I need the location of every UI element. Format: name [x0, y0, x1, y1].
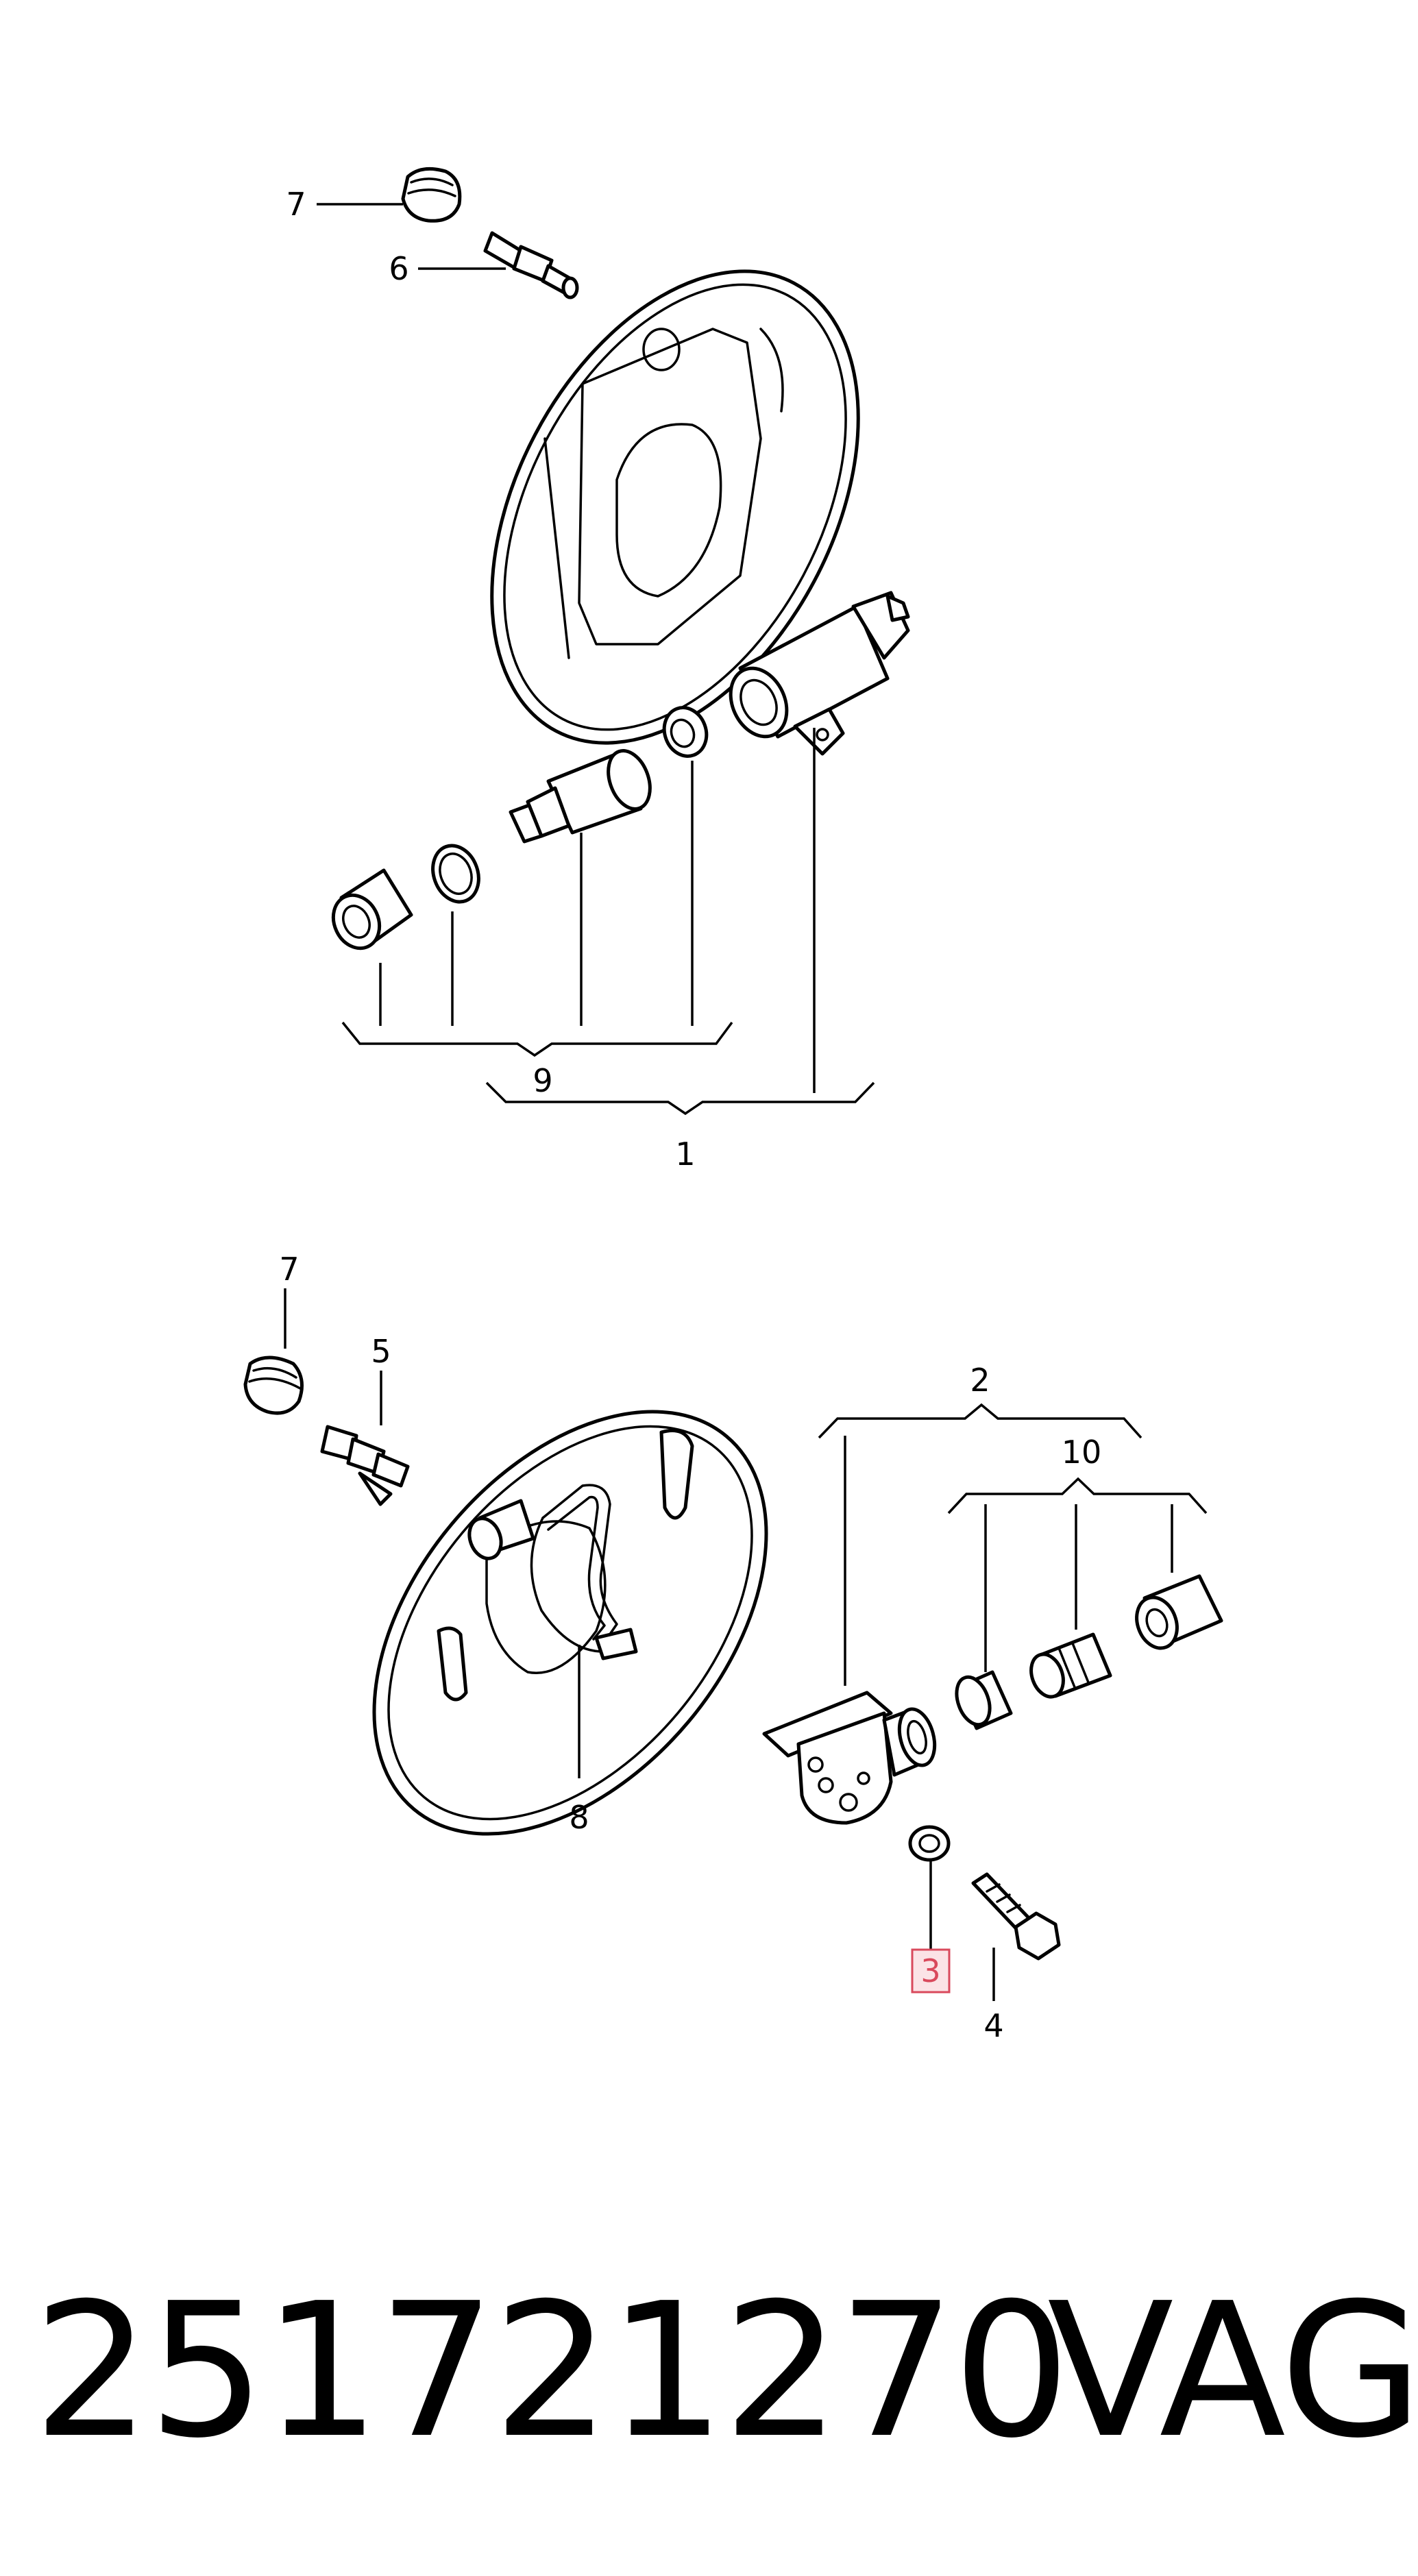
group-bracket-1 — [485, 1081, 875, 1116]
bleed-cap-lower — [243, 1356, 304, 1415]
hex-bolt — [971, 1872, 1061, 1961]
callout-9[interactable]: 9 — [533, 1062, 552, 1099]
circlip-upper — [431, 844, 480, 904]
callout-8[interactable]: 8 — [569, 1799, 589, 1836]
bleed-screw-lower — [320, 1425, 410, 1506]
piston-upper — [509, 749, 652, 844]
bleed-cap-upper — [401, 167, 462, 223]
cup-seal-upper — [662, 706, 709, 758]
leader-lines-upper — [317, 203, 816, 1093]
callout-2[interactable]: 2 — [970, 1362, 990, 1399]
leader-lines-lower — [284, 1288, 1173, 2001]
brake-pipe-lower — [530, 1484, 638, 1660]
group-bracket-9 — [341, 1021, 733, 1057]
group-bracket-10 — [947, 1477, 1208, 1514]
backing-plate-lower — [372, 1410, 768, 1836]
callout-3-highlighted[interactable]: 3 — [911, 1948, 951, 1994]
callout-1[interactable]: 1 — [675, 1136, 695, 1173]
group-bracket-2 — [818, 1403, 1142, 1439]
callout-7-upper[interactable]: 7 — [286, 186, 306, 223]
dust-boot-upper — [331, 868, 413, 950]
callout-4[interactable]: 4 — [983, 2007, 1003, 2044]
bleed-screw-upper — [483, 231, 579, 299]
brand-label: VAG — [1047, 2263, 1418, 2479]
callout-3[interactable]: 3 — [920, 1952, 940, 1989]
callout-6[interactable]: 6 — [389, 250, 408, 287]
cup-seal-lower — [955, 1670, 1013, 1730]
callout-10[interactable]: 10 — [1062, 1434, 1102, 1471]
dust-boot-lower — [1135, 1574, 1223, 1650]
callout-5[interactable]: 5 — [371, 1333, 391, 1370]
backing-plate-upper — [490, 269, 860, 745]
spring-washer — [908, 1825, 951, 1862]
piston-lower — [1029, 1632, 1112, 1699]
wheel-cylinder-upper — [729, 591, 910, 756]
callout-7-lower[interactable]: 7 — [279, 1251, 299, 1288]
callout-highlight-box — [911, 1948, 951, 1994]
wheel-cylinder-lower — [762, 1691, 937, 1825]
part-number-label: 251721270 — [33, 2263, 1071, 2479]
